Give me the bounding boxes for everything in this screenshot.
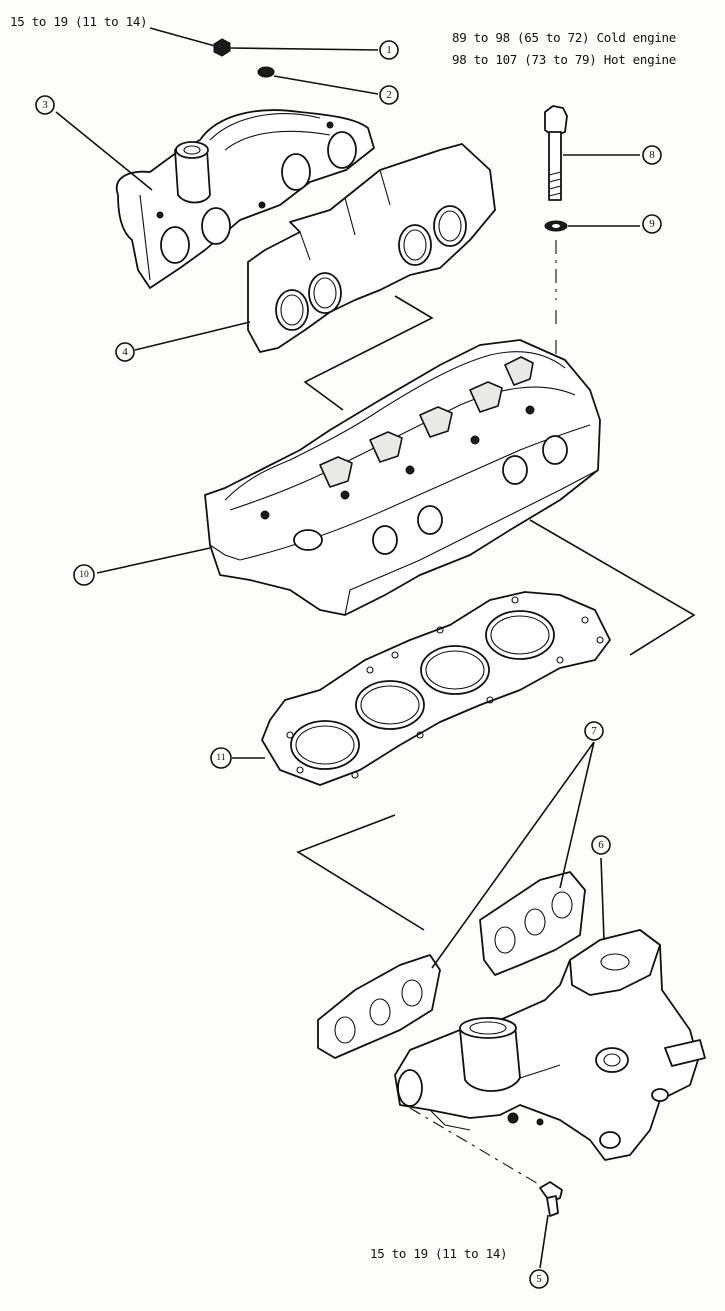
- leader-4: [134, 321, 251, 351]
- torque-spec-bolt-8-cold: 89 to 98 (65 to 72) Cold engine: [452, 30, 676, 45]
- intake-manifold-gasket-right: [479, 871, 586, 976]
- torque-spec-bolt-8-hot: 98 to 107 (73 to 79) Hot engine: [452, 52, 676, 67]
- intake-manifold-bolt: [409, 1107, 563, 1269]
- torque-spec-nut-1: 15 to 19 (11 to 14): [10, 14, 148, 29]
- callout-7: 7: [584, 721, 604, 741]
- callout-7-label: 7: [591, 725, 597, 737]
- callout-11: 11: [210, 747, 232, 769]
- callout-8: 8: [642, 145, 662, 165]
- callout-10: 10: [73, 564, 95, 586]
- exhaust-manifold-washer: [257, 66, 379, 95]
- leader-7: [431, 741, 595, 969]
- intake-manifold: [394, 929, 706, 1161]
- callout-9-label: 9: [649, 218, 655, 230]
- leader-3: [55, 111, 153, 191]
- exhaust-manifold: [115, 109, 375, 289]
- callout-8-label: 8: [649, 149, 655, 161]
- callout-2-label: 2: [386, 89, 392, 101]
- leader-10: [96, 547, 211, 574]
- cylinder-head-bolt: [544, 105, 640, 201]
- callout-5-label: 5: [536, 1273, 542, 1285]
- torque-spec-bolt-5: 15 to 19 (11 to 14): [370, 1246, 508, 1261]
- cylinder-head-gasket: [261, 591, 611, 786]
- alignment-line-lower: [296, 814, 425, 931]
- callout-4: 4: [115, 342, 135, 362]
- alignment-line-upper: [303, 295, 434, 411]
- intake-manifold-gasket-left: [317, 954, 441, 1059]
- callout-3-label: 3: [42, 99, 48, 111]
- callout-1: 1: [379, 40, 399, 60]
- exhaust-manifold-nut: [149, 27, 379, 57]
- callout-6: 6: [591, 835, 611, 855]
- callout-1-label: 1: [386, 44, 392, 56]
- callout-6-label: 6: [598, 839, 604, 851]
- callout-4-label: 4: [122, 346, 128, 358]
- alignment-line-middle: [529, 519, 696, 656]
- callout-10-label: 10: [79, 570, 89, 580]
- cylinder-head: [204, 339, 601, 616]
- callout-5: 5: [529, 1269, 549, 1289]
- exhaust-manifold-gasket: [247, 143, 496, 353]
- leader-6: [600, 857, 605, 941]
- callout-9: 9: [642, 214, 662, 234]
- callout-3: 3: [35, 95, 55, 115]
- callout-11-label: 11: [216, 753, 225, 763]
- callout-2: 2: [379, 85, 399, 105]
- cylinder-head-bolt-washer: [544, 220, 640, 370]
